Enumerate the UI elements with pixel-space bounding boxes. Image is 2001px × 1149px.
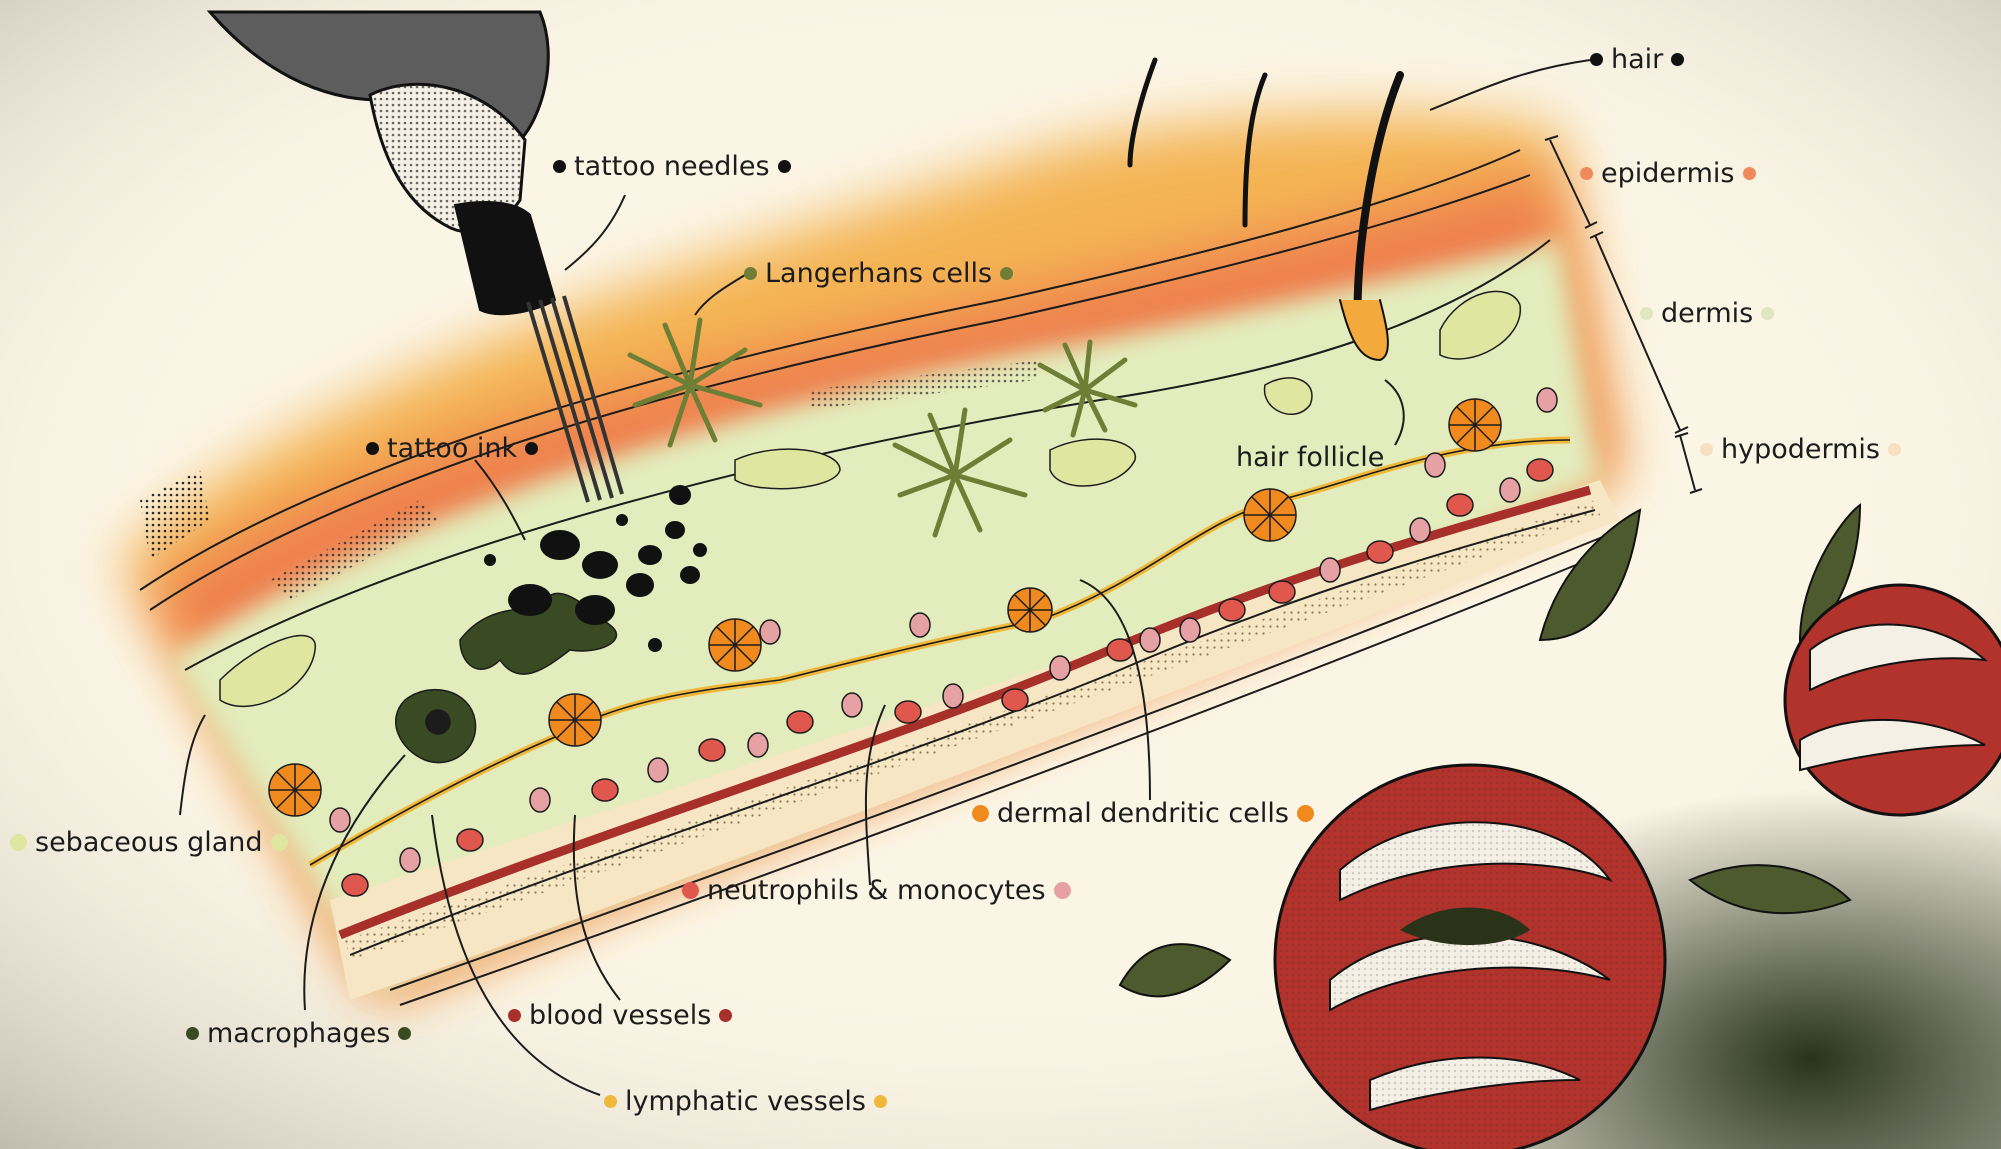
label-blood-vessels: blood vessels [508,1002,732,1029]
label-hypodermis-text: hypodermis [1721,436,1880,463]
hypodermis-dot-icon [1888,443,1901,456]
sebaceous-dot-icon [271,834,288,851]
label-dermal-dendritic-cells-text: dermal dendritic cells [997,800,1289,827]
label-hair-follicle: hair follicle [1236,444,1384,471]
label-blood-vessels-text: blood vessels [529,1002,711,1029]
label-lymphatic-vessels-text: lymphatic vessels [625,1088,866,1115]
ink-dot-icon [366,442,379,455]
label-lymphatic-vessels: lymphatic vessels [604,1088,887,1115]
sebaceous-dot-icon [10,834,27,851]
dendritic-dot-icon [1297,805,1314,822]
label-sebaceous-gland: sebaceous gland [10,829,288,856]
hair-dot-icon [1671,53,1684,66]
needles-dot-icon [778,160,791,173]
label-tattoo-ink-text: tattoo ink [387,435,517,462]
label-macrophages: macrophages [186,1020,411,1047]
label-epidermis: epidermis [1580,160,1756,187]
label-langerhans-cells-text: Langerhans cells [765,260,992,287]
dermis-dot-icon [1640,307,1653,320]
label-tattoo-ink: tattoo ink [366,435,538,462]
lymph-dot-icon [874,1095,887,1108]
macrophage-dot-icon [186,1027,199,1040]
dendritic-dot-icon [972,805,989,822]
label-epidermis-text: epidermis [1601,160,1735,187]
label-dermis-text: dermis [1661,300,1753,327]
label-hair: hair [1590,46,1684,73]
langerhans-dot-icon [744,267,757,280]
langerhans-dot-icon [1000,267,1013,280]
needles-dot-icon [553,160,566,173]
label-langerhans-cells: Langerhans cells [744,260,1013,287]
label-dermis: dermis [1640,300,1774,327]
label-hair-follicle-text: hair follicle [1236,444,1384,471]
hypodermis-dot-icon [1700,443,1713,456]
label-tattoo-needles-text: tattoo needles [574,153,770,180]
label-sebaceous-gland-text: sebaceous gland [35,829,263,856]
monocyte-dot-icon [1054,882,1071,899]
label-neutrophils-monocytes: neutrophils & monocytes [682,877,1071,904]
label-tattoo-needles: tattoo needles [553,153,791,180]
epidermis-dot-icon [1580,167,1593,180]
label-macrophages-text: macrophages [207,1020,390,1047]
lymph-dot-icon [604,1095,617,1108]
ink-dot-icon [525,442,538,455]
blood-dot-icon [719,1009,732,1022]
neutrophil-dot-icon [682,882,699,899]
blood-dot-icon [508,1009,521,1022]
macrophage-dot-icon [398,1027,411,1040]
label-hypodermis: hypodermis [1700,436,1901,463]
label-dermal-dendritic-cells: dermal dendritic cells [972,800,1314,827]
hair-dot-icon [1590,53,1603,66]
label-neutrophils-monocytes-text: neutrophils & monocytes [707,877,1046,904]
epidermis-dot-icon [1743,167,1756,180]
label-hair-text: hair [1611,46,1663,73]
dermis-dot-icon [1761,307,1774,320]
